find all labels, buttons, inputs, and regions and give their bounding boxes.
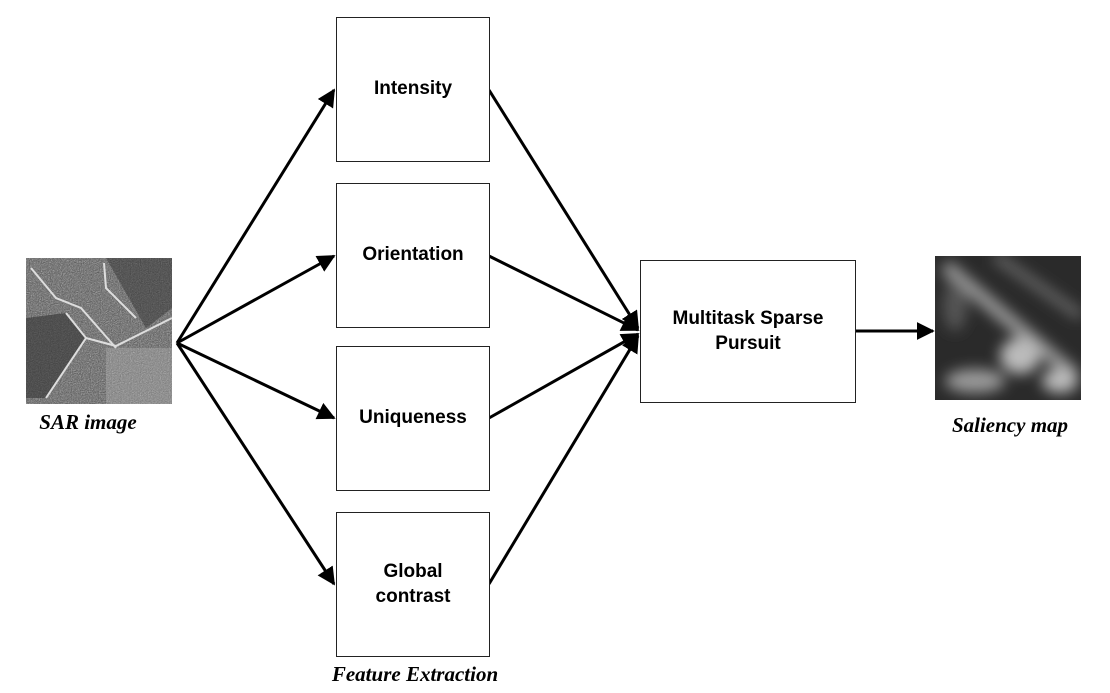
arrow-sar-to-global-contrast xyxy=(175,342,336,586)
feature-box-uniqueness: Uniqueness xyxy=(336,346,490,491)
feature-box-global-contrast: Global contrast xyxy=(336,512,490,657)
feature-extraction-label: Feature Extraction xyxy=(331,662,499,686)
saliency-map-image xyxy=(935,256,1081,400)
feature-label: Global contrast xyxy=(375,560,451,607)
arrow-uniqueness-to-msp xyxy=(488,332,640,420)
fusion-label: Multitask Sparse Pursuit xyxy=(672,307,824,354)
arrow-sar-to-intensity xyxy=(175,88,336,344)
sar-image-label: SAR image xyxy=(39,410,137,434)
multitask-sparse-pursuit-box: Multitask Sparse Pursuit xyxy=(640,260,856,403)
feature-label: Orientation xyxy=(362,244,464,266)
arrow-intensity-to-msp xyxy=(487,89,640,330)
saliency-map-label: Saliency map xyxy=(951,413,1069,437)
arrow-sar-to-uniqueness xyxy=(176,341,336,420)
feature-box-intensity: Intensity xyxy=(336,17,490,162)
arrow-orientation-to-msp xyxy=(488,254,640,332)
arrow-global-contrast-to-msp xyxy=(487,334,640,585)
arrow-sar-to-orientation xyxy=(176,254,336,345)
feature-box-orientation: Orientation xyxy=(336,183,490,328)
feature-label: Uniqueness xyxy=(359,407,467,429)
feature-label: Intensity xyxy=(373,78,453,100)
sar-image xyxy=(26,258,172,404)
